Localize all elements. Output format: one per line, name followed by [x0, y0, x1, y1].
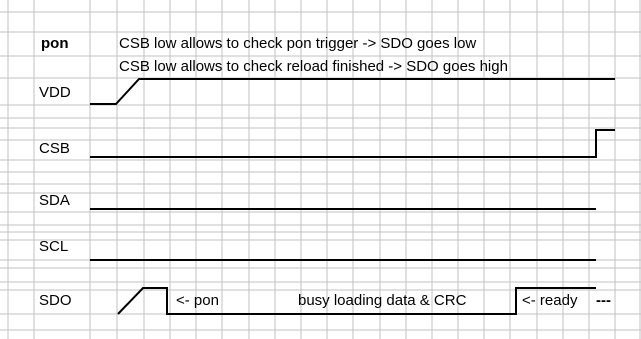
signal-label-sda: SDA: [39, 192, 70, 209]
annotation-pon: <- pon: [176, 292, 219, 309]
signal-label-csb: CSB: [39, 140, 70, 157]
note-reload-finished: CSB low allows to check reload finished …: [119, 58, 508, 75]
signal-label-scl: SCL: [39, 238, 68, 255]
signal-label-vdd: VDD: [39, 84, 71, 101]
trace-vdd: [90, 78, 615, 105]
signal-traces: [90, 78, 615, 315]
signal-label-sdo: SDO: [39, 292, 72, 309]
diagram-title: pon: [41, 35, 69, 52]
note-pon-trigger: CSB low allows to check pon trigger -> S…: [119, 35, 476, 52]
annotation-ready: <- ready: [522, 292, 578, 309]
annotation-ready-tail: ---: [596, 292, 611, 309]
annotation-busy: busy loading data & CRC: [298, 292, 467, 309]
trace-csb: [90, 129, 615, 158]
trace-sdo: [117, 287, 596, 315]
